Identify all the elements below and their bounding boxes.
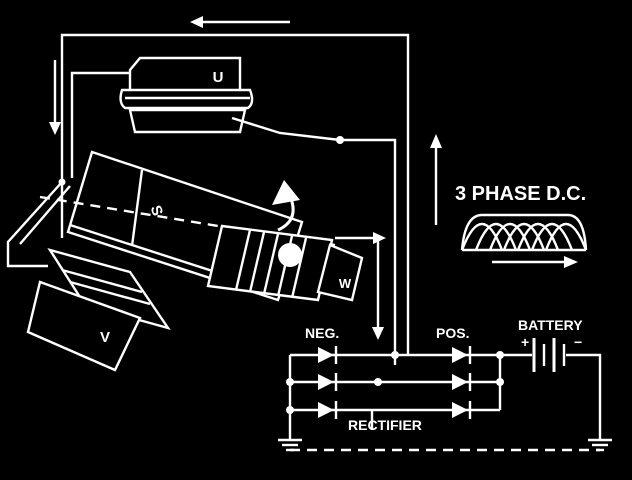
diode-pos-2 — [452, 373, 472, 391]
waveform — [460, 213, 588, 252]
diode-neg-1 — [318, 346, 338, 364]
coil-v-label: V — [100, 329, 110, 346]
rotor-label: S — [147, 203, 166, 218]
ground-symbol-right — [588, 438, 612, 452]
battery-plus: + — [521, 334, 529, 350]
rectifier-label: RECTIFIER — [348, 417, 422, 433]
top-loop-wire — [60, 33, 410, 355]
coil-u-label: U — [213, 69, 224, 86]
coil-u-wires — [70, 71, 397, 365]
coil-w-wires — [335, 232, 386, 340]
coil-w: W — [206, 224, 364, 302]
pos-label: POS. — [436, 325, 469, 341]
waveform-arrow — [492, 256, 578, 268]
left-arrow-down — [49, 60, 61, 135]
neg-label: NEG. — [305, 325, 339, 341]
ground-symbol-left — [278, 438, 302, 452]
right-arrow-up — [430, 134, 442, 225]
diode-neg-2 — [318, 373, 338, 391]
diode-neg-3 — [318, 401, 338, 419]
diode-pos-1 — [452, 346, 472, 364]
coil-v-wires — [6, 178, 71, 268]
battery — [500, 338, 602, 440]
battery-label: BATTERY — [518, 317, 583, 333]
phase-heading: 3 PHASE D.C. — [455, 183, 586, 205]
top-arrow-left — [190, 16, 290, 28]
diode-pos-3 — [452, 401, 472, 419]
coil-w-label: W — [339, 276, 352, 291]
coil-v: V — [26, 248, 171, 372]
rotation-arrow — [272, 180, 300, 232]
coil-u: U — [119, 56, 254, 134]
battery-minus: − — [574, 334, 582, 350]
